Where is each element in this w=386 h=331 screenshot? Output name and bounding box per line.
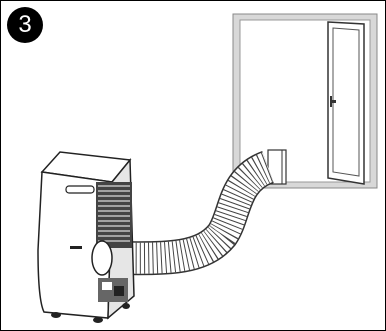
portable-air-conditioner-icon bbox=[38, 152, 134, 323]
